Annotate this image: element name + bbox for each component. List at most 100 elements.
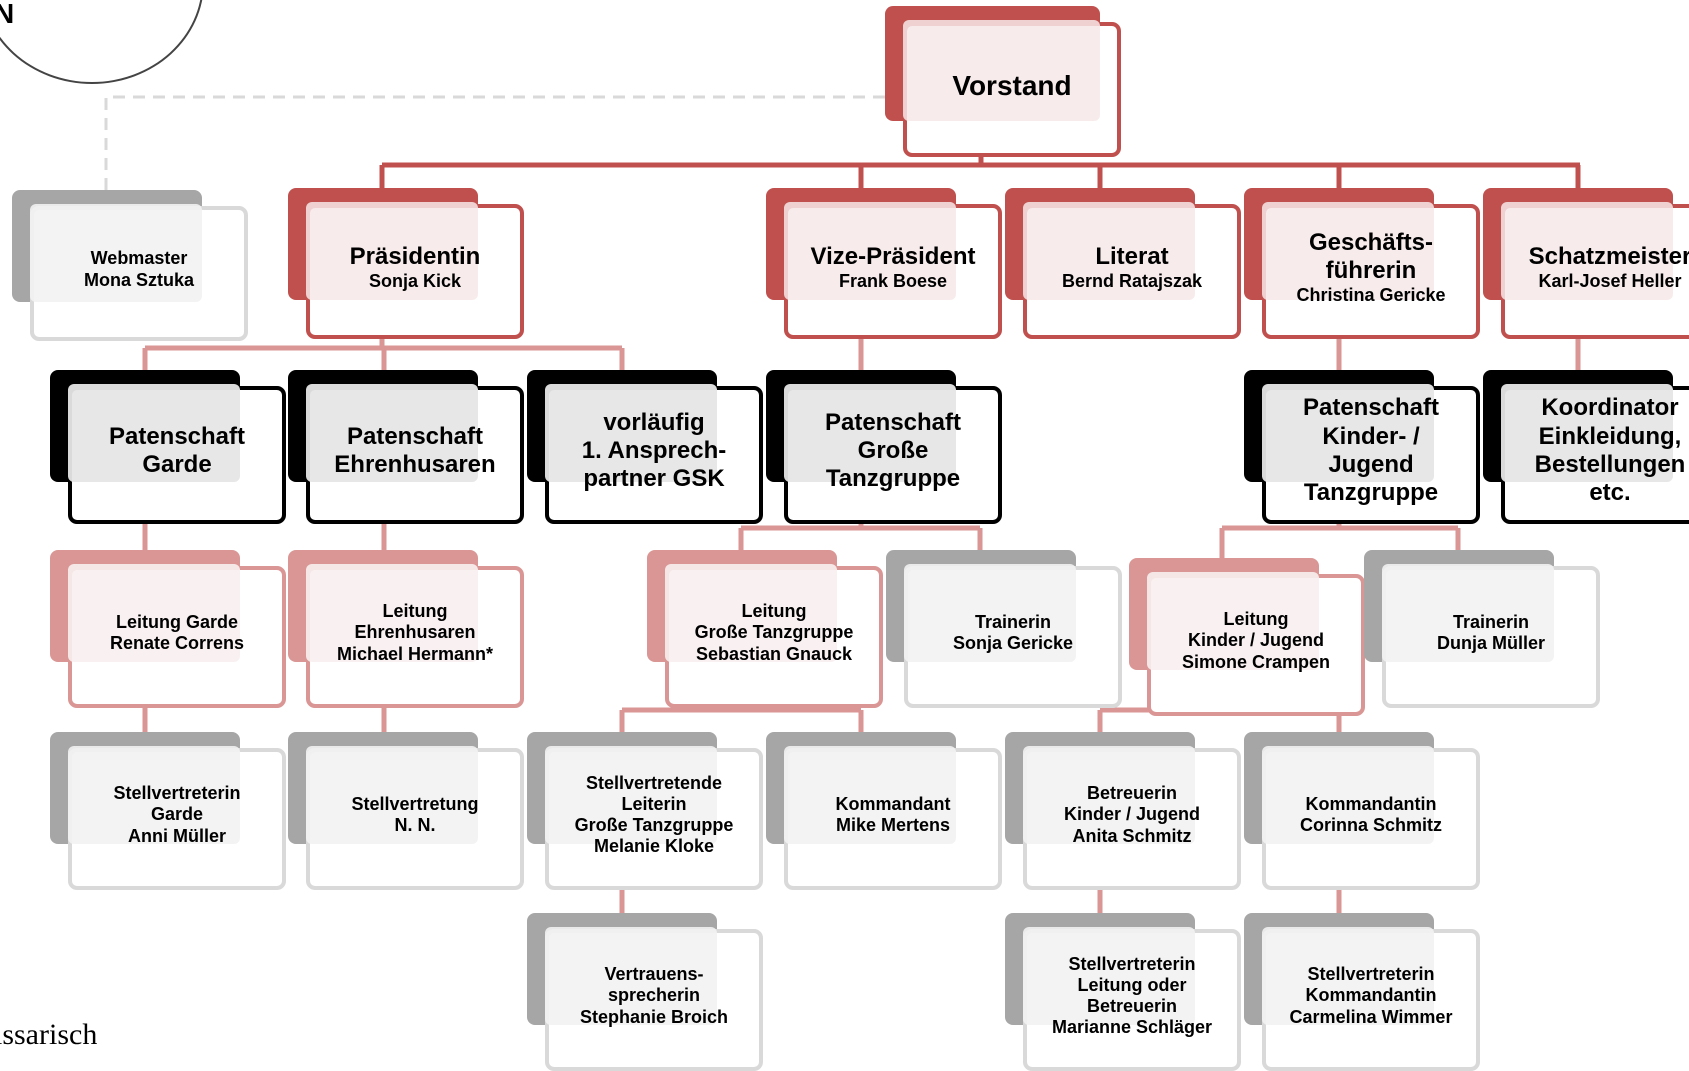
node-line: Einkleidung,: [1538, 422, 1682, 450]
node-fill: [1023, 927, 1195, 1025]
node-line: Garde: [142, 451, 212, 478]
node-line: Tanzgruppe: [825, 465, 961, 493]
node-line: Patenschaft: [1302, 394, 1440, 422]
node-line: Vorstand: [952, 69, 1072, 101]
node-line: Christina Gericke: [1296, 285, 1446, 306]
footnote: issarisch: [0, 1018, 98, 1051]
node-line: Stephanie Broich: [579, 1006, 729, 1027]
node-line: Kommandantin: [1305, 793, 1437, 814]
node-fill: [1262, 746, 1434, 844]
node-fill: [1382, 564, 1554, 662]
node-line: Karl-Josef Heller: [1538, 271, 1682, 292]
node-line: Koordinator: [1541, 394, 1679, 422]
node-line: Anni Müller: [128, 825, 226, 846]
node-line: Stellvertretung: [351, 793, 479, 814]
node-fill: [306, 202, 478, 300]
node-fill: [545, 746, 717, 844]
node-fill: [1262, 384, 1434, 482]
node-text: Vorstand: [903, 18, 1121, 153]
node-line: Ehrenhusaren: [334, 451, 496, 478]
node-line: Große Tanzgruppe: [694, 622, 854, 643]
node-line: Betreuerin: [1086, 783, 1178, 804]
node-fill: [68, 564, 240, 662]
node-fill: [1262, 927, 1434, 1025]
node-line: Sonja Kick: [368, 271, 462, 292]
node-fill: [1501, 202, 1673, 300]
node-line: Frank Boese: [838, 271, 948, 292]
node-fill: [30, 204, 202, 302]
node-fill: [1023, 746, 1195, 844]
logo-letter: N: [0, 0, 15, 29]
node-line: Stellvertreterin: [1068, 953, 1196, 974]
node-fill: [1501, 384, 1673, 482]
node-fill: [68, 384, 240, 482]
node-line: Bernd Ratajszak: [1061, 271, 1203, 292]
node-line: Leitung oder: [1077, 974, 1187, 995]
node-fill: [904, 564, 1076, 662]
node-fill: [545, 384, 717, 482]
node-line: Ehrenhusaren: [354, 622, 476, 643]
node-line: Simone Crampen: [1181, 651, 1331, 672]
node-line: Carmelina Wimmer: [1289, 1006, 1453, 1027]
node-line: sprecherin: [607, 985, 701, 1006]
node-line: etc.: [1589, 479, 1631, 507]
node-line: Melanie Kloke: [593, 836, 715, 857]
node-line: Literat: [1095, 242, 1169, 270]
node-line: Dunja Müller: [1436, 633, 1545, 653]
node-line: Große: [857, 436, 929, 464]
node-line: Renate Correns: [109, 633, 245, 653]
node-line: Michael Hermann*: [336, 643, 494, 664]
node-fill: [545, 927, 717, 1025]
node-line: Patenschaft: [346, 422, 484, 450]
node-line: 1. Ansprech-: [581, 436, 727, 464]
node-line: partner GSK: [583, 465, 725, 493]
node-line: Stellvertretende: [585, 772, 723, 793]
node-line: Geschäfts-: [1308, 228, 1434, 256]
node-line: Schatzmeister: [1528, 242, 1689, 270]
node-line: N. N.: [394, 815, 436, 835]
node-line: Patenschaft: [108, 422, 246, 450]
node-line: Webmaster: [90, 248, 188, 269]
node-line: Leitung: [1223, 609, 1289, 630]
node-line: Betreuerin: [1086, 996, 1178, 1016]
node-line: Vize-Präsident: [810, 242, 976, 270]
node-line: Garde: [150, 804, 204, 825]
node-line: Leitung Garde: [115, 611, 238, 632]
node-line: Leiterin: [621, 793, 687, 814]
node-fill: [903, 20, 1100, 121]
node-fill: [306, 746, 478, 844]
node-line: Mona Sztuka: [83, 269, 194, 290]
node-line: Kinder / Jugend: [1187, 630, 1324, 651]
node-line: Leitung: [741, 601, 807, 622]
node-line: Bestellungen: [1534, 451, 1686, 478]
node-line: Tanzgruppe: [1303, 479, 1439, 507]
node-fill: [306, 384, 478, 482]
connector: [104, 95, 885, 205]
node-fill: [1023, 202, 1195, 300]
node-fill: [306, 564, 478, 662]
